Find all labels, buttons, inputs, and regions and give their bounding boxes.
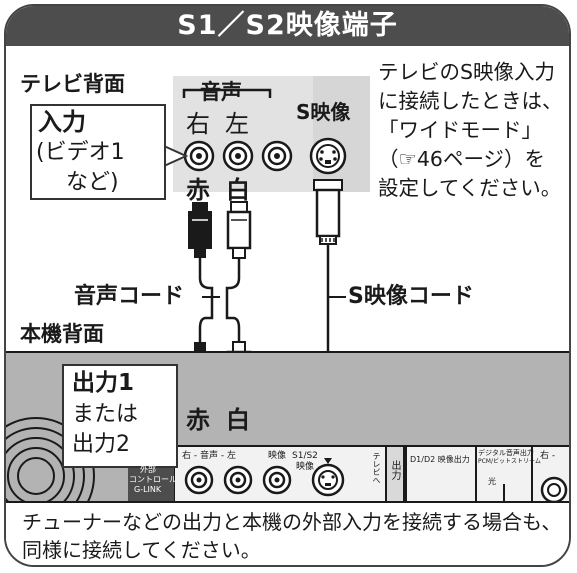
connection-diagram — [6, 76, 569, 565]
external-label-2: コントロール — [129, 475, 177, 484]
tv-svideo-jack — [309, 137, 347, 175]
svideo-marker-icon — [324, 458, 332, 464]
unit-jack-partial — [540, 476, 568, 504]
tv-svideo-label: S映像 — [296, 100, 351, 124]
unit-out2-label: 出力2 — [72, 432, 130, 457]
d-output-label: D1/D2 映像出力 — [410, 455, 470, 464]
tv-right-label: 右 — [186, 110, 210, 138]
unit-red-label: 赤 — [186, 406, 210, 434]
unit-white-label: 白 — [226, 406, 250, 434]
unit-back-heading: 本機背面 — [20, 322, 104, 346]
audio-plug-white-top — [226, 201, 252, 259]
tv-white-label: 白 — [226, 176, 250, 204]
panel-audio-label: 右 - 音声 - 左 — [182, 451, 236, 461]
panel-out-label: 出力 — [389, 460, 400, 480]
tv-left-label: 左 — [225, 110, 249, 138]
tv-input-label: 入力 — [38, 108, 86, 136]
audio-plug-red-top — [188, 202, 212, 258]
widemode-note: テレビのS映像入力に接続したときは、「ワイドモード」（☞46ページ）を設定してく… — [378, 60, 563, 200]
tv-jack-right — [183, 140, 215, 172]
title: S1／S2映像端子 — [6, 6, 569, 46]
unit-jack-right — [184, 465, 214, 495]
diagram-frame: S1／S2映像端子 — [4, 4, 571, 567]
bottom-note: チューナーなどの出力と本機の外部入力を接続する場合も、同様に接続してください。 — [22, 510, 562, 562]
tv-jack-left — [222, 140, 254, 172]
audio-cable-lower — [198, 306, 241, 342]
tv-audio-header: 音声 — [200, 80, 242, 104]
unit-svideo-jack — [311, 463, 345, 497]
audio-cord-label: 音声コード — [74, 284, 185, 309]
audio-cable-upper — [198, 258, 241, 306]
external-label-1: 外部 — [140, 465, 156, 474]
digital-label-2: PCM/ビットストリーム — [478, 458, 541, 465]
svideo-cord-label: S映像コード — [348, 284, 474, 309]
tv-red-label: 赤 — [186, 176, 210, 204]
panel-video-label: 映像 — [268, 451, 287, 461]
tv-input-sub1: (ビデオ1 — [36, 140, 125, 165]
unit-out1-label: 出力1 — [72, 370, 135, 396]
digital-label-1: デジタル音声出力 — [478, 449, 534, 457]
tv-input-sub2: など) — [66, 170, 119, 195]
optical-label: 光 — [488, 477, 496, 486]
svideo-plug-top — [313, 179, 343, 245]
unit-or-label: または — [72, 402, 139, 427]
unit-output-callout — [62, 364, 178, 468]
panel-s2-label: 映像 — [296, 462, 315, 472]
digital-audio-section — [475, 445, 533, 503]
tv-jack-video — [261, 140, 293, 172]
unit-jack-video — [262, 465, 292, 495]
tv-back-heading: テレビ背面 — [20, 72, 125, 96]
panel-s-label: S1/S2 — [292, 451, 318, 461]
external-label-3: G-LINK — [134, 485, 162, 494]
right-partial-label: 右 - — [540, 451, 556, 461]
tv-audio-area — [173, 76, 313, 192]
audio-bracket — [182, 88, 272, 98]
unit-jack-left — [223, 465, 253, 495]
tv-input-callout — [30, 104, 166, 200]
panel-tv-label: テレビへ — [372, 452, 381, 484]
